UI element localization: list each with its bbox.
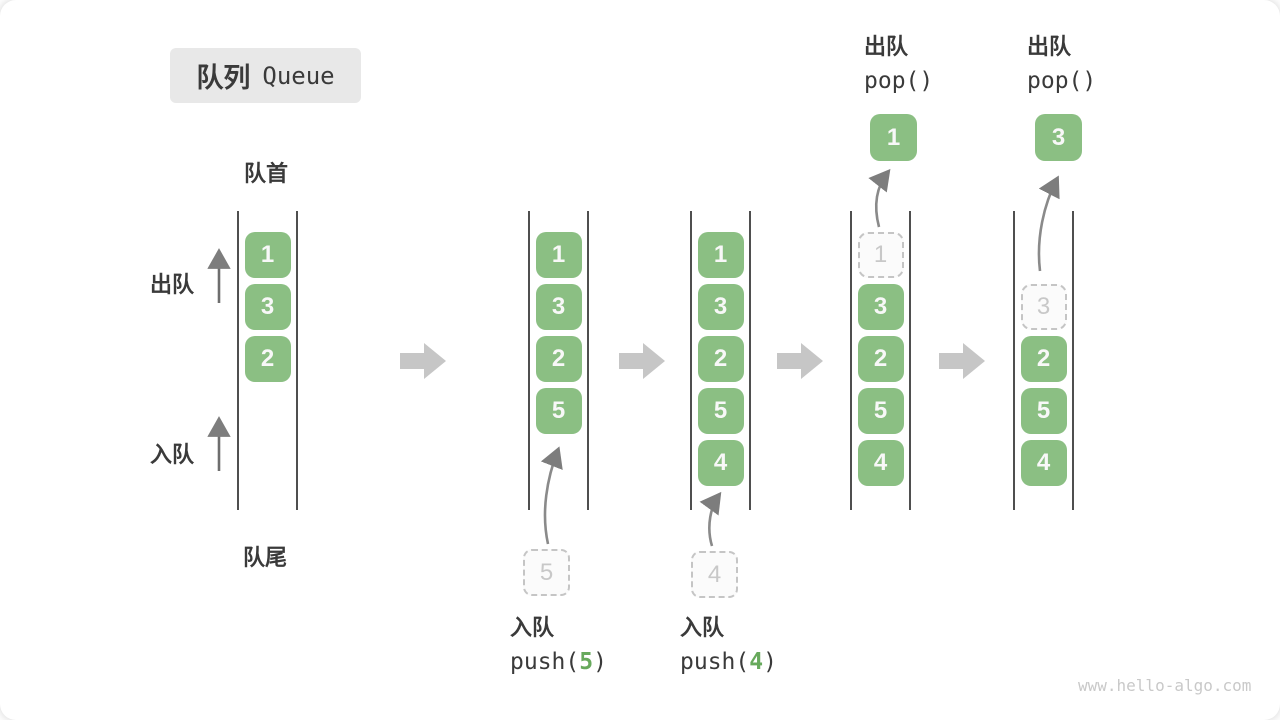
op-caption-pop-3-zh: 出队	[1027, 34, 1072, 59]
queue-cell: 1	[244, 232, 291, 278]
op-caption-push-5-code: push(5)	[510, 645, 607, 679]
queue-cell: 5	[1020, 388, 1067, 434]
title-zh: 队列	[196, 63, 251, 93]
op-caption-push-4: 入队 push(4)	[680, 611, 777, 679]
op-caption-pop-1-zh: 出队	[864, 34, 909, 59]
queue-cell: 3	[857, 284, 904, 330]
code-pre: push(	[510, 649, 580, 675]
queue-cell: 2	[1020, 336, 1067, 382]
op-caption-pop-1: 出队 pop()	[864, 30, 933, 98]
queue-cell: 1	[535, 232, 582, 278]
queue-cell: 4	[857, 440, 904, 486]
queue-state-3: 1 3 2 5 4	[690, 211, 751, 510]
queue-cell: 4	[1020, 440, 1067, 486]
title-en: Queue	[262, 61, 335, 90]
op-caption-push-5-zh: 入队	[510, 615, 555, 640]
op-caption-pop-1-code: pop()	[864, 68, 934, 94]
label-queue-front: 队首	[243, 161, 288, 186]
transition-arrow-icon	[619, 343, 665, 379]
queue-cell: 3	[697, 284, 744, 330]
queue-state-2: 1 3 2 5	[528, 211, 589, 510]
popped-slot-ghost: 3	[1020, 284, 1067, 330]
queue-cell: 3	[244, 284, 291, 330]
queue-cell: 2	[244, 336, 291, 382]
queue-state-1: 1 3 2	[237, 211, 298, 510]
op-caption-push-4-zh: 入队	[680, 615, 725, 640]
label-enqueue-side: 入队	[150, 442, 195, 467]
watermark: www.hello-algo.com	[1078, 676, 1252, 695]
popped-slot-ghost: 1	[857, 232, 904, 278]
diagram-title: 队列 Queue	[170, 48, 361, 103]
queue-cell: 5	[697, 388, 744, 434]
queue-cell: 3	[535, 284, 582, 330]
queue-cell: 4	[697, 440, 744, 486]
queue-cell: 5	[535, 388, 582, 434]
code-pre: push(	[680, 649, 750, 675]
transition-arrow-icon	[939, 343, 985, 379]
transition-arrow-icon	[400, 343, 446, 379]
op-caption-push-4-code: push(4)	[680, 645, 777, 679]
popped-element-1: 1	[870, 114, 917, 161]
queue-cell: 2	[697, 336, 744, 382]
code-arg: 5	[579, 649, 594, 675]
queue-cell: 5	[857, 388, 904, 434]
queue-cell: 1	[697, 232, 744, 278]
op-caption-pop-3-code: pop()	[1027, 68, 1097, 94]
code-arg: 4	[749, 649, 764, 675]
queue-state-5: 3 2 5 4	[1013, 211, 1074, 510]
queue-state-4: 1 3 2 5 4	[850, 211, 911, 510]
queue-cell: 2	[535, 336, 582, 382]
staged-element-5: 5	[523, 549, 570, 596]
code-suf: )	[763, 649, 777, 675]
label-queue-rear: 队尾	[242, 545, 287, 570]
op-caption-pop-3: 出队 pop()	[1027, 30, 1096, 98]
label-dequeue-side: 出队	[150, 272, 195, 297]
queue-cell: 2	[857, 336, 904, 382]
code-suf: )	[593, 649, 607, 675]
op-caption-push-5: 入队 push(5)	[510, 611, 607, 679]
staged-element-4: 4	[691, 551, 738, 598]
transition-arrow-icon	[777, 343, 823, 379]
popped-element-3: 3	[1035, 114, 1082, 161]
